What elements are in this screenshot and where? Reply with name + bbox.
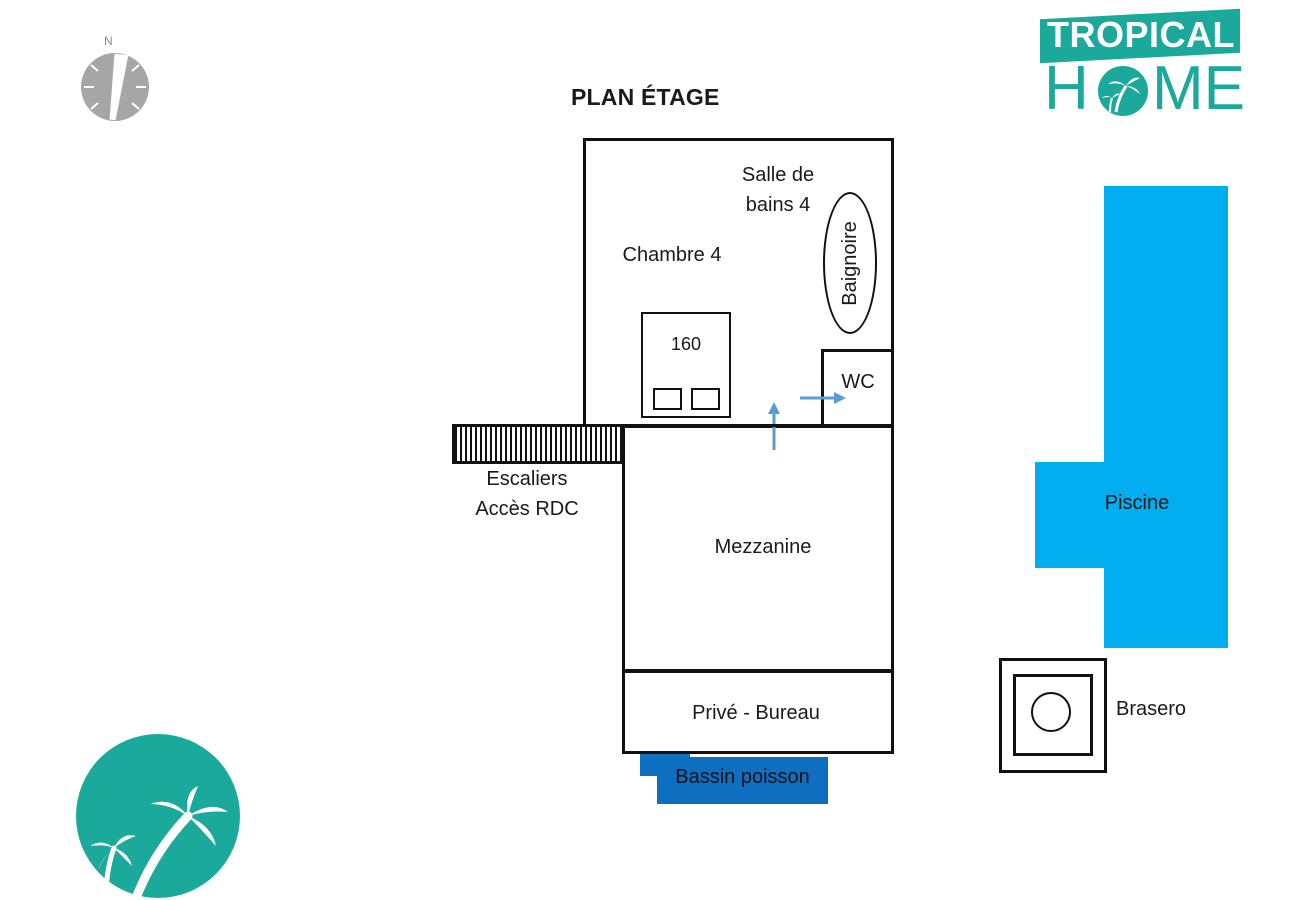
office-label: Privé - Bureau [692, 702, 820, 724]
compass: N [78, 34, 152, 124]
pool-main [1104, 186, 1228, 648]
bed: 160 [641, 312, 731, 418]
office-wall [622, 669, 894, 754]
pool-extension [1035, 462, 1105, 568]
brasero-outer [999, 658, 1107, 773]
brand-line1: TROPICAL [1047, 14, 1235, 55]
palm-circle-icon [1098, 66, 1148, 116]
pool-label: Piscine [1104, 492, 1170, 514]
brasero-label: Brasero [1115, 698, 1187, 720]
bedroom-label: Chambre 4 [622, 244, 722, 266]
arrow-up-icon [768, 402, 780, 450]
pillow-left [653, 388, 682, 410]
bathtub-label: Baignoire [838, 220, 861, 306]
stairs [452, 424, 625, 464]
stairs-label-line1: Escaliers [486, 468, 568, 490]
stairs-label: Escaliers Accès RDC [452, 464, 602, 524]
bathroom-label-line2: bains 4 [745, 194, 811, 216]
mezzanine-label: Mezzanine [714, 536, 812, 558]
compass-north-label: N [104, 34, 113, 48]
arrow-right-icon [800, 392, 846, 404]
palm-tree-logo-icon [76, 734, 240, 898]
bathroom-label: Salle de bains 4 [718, 160, 838, 220]
compass-icon [81, 53, 149, 121]
brasero-inner [1013, 674, 1093, 756]
fish-pond [657, 757, 828, 804]
page-title: PLAN ÉTAGE [571, 84, 720, 110]
bathtub: Baignoire [823, 192, 877, 334]
wc-label: WC [841, 371, 875, 393]
stairs-label-line2: Accès RDC [475, 498, 579, 520]
fish-pond-label: Bassin poisson [675, 766, 810, 788]
brand-line2-left: H [1044, 54, 1089, 123]
brand-line2-right: ME [1152, 54, 1245, 123]
bathroom-label-line1: Salle de [741, 164, 815, 186]
brasero-fire-icon [1031, 692, 1071, 732]
pillow-right [691, 388, 720, 410]
brand-logo: TROPICAL H ME [1040, 6, 1245, 120]
bed-size-label: 160 [670, 334, 702, 354]
